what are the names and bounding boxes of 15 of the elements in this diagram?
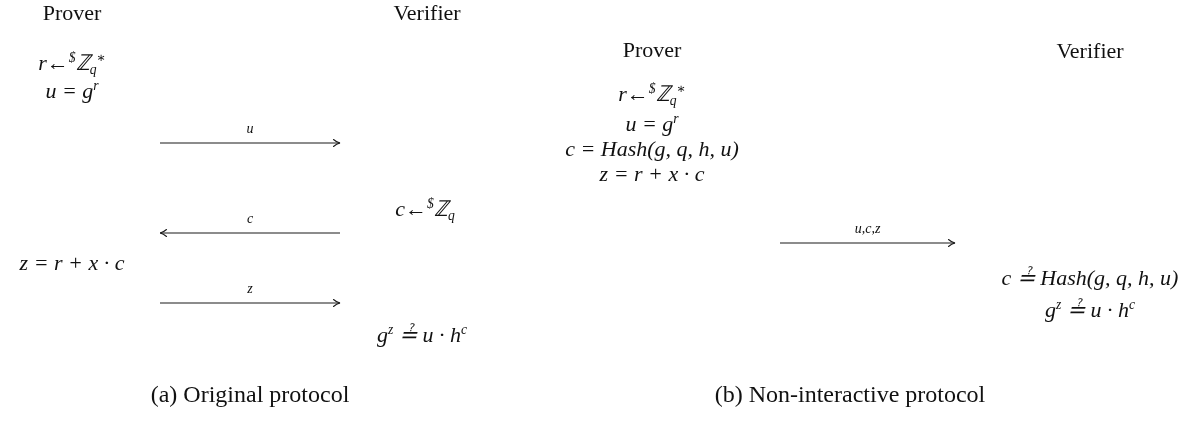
equation: u = g$^{r}$ — [625, 111, 679, 137]
caption: (a) Original protocol — [150, 380, 350, 408]
equation: z = r + x · c — [19, 250, 125, 276]
equation: z = r + x · c — [599, 161, 705, 187]
equation: g$^{z}$ ≟ u · h$^{c}$ — [377, 322, 467, 348]
equation: g$^{z}$ ≟ u · h$^{c}$ — [1045, 297, 1135, 323]
equation: u = g$^{r}$ — [45, 78, 99, 104]
role-heading: Prover — [42, 0, 102, 26]
equation: c←$^{$}$ℤ$_{q}$ — [395, 196, 455, 222]
role-heading: Verifier — [393, 0, 461, 26]
equation: c = Hash(g, q, h, u) — [565, 136, 739, 162]
equation: c ≟ Hash(g, q, h, u) — [1001, 265, 1179, 291]
role-heading: Prover — [622, 37, 682, 63]
caption: (b) Non-interactive protocol — [714, 380, 986, 408]
role-heading: Verifier — [1056, 38, 1124, 64]
